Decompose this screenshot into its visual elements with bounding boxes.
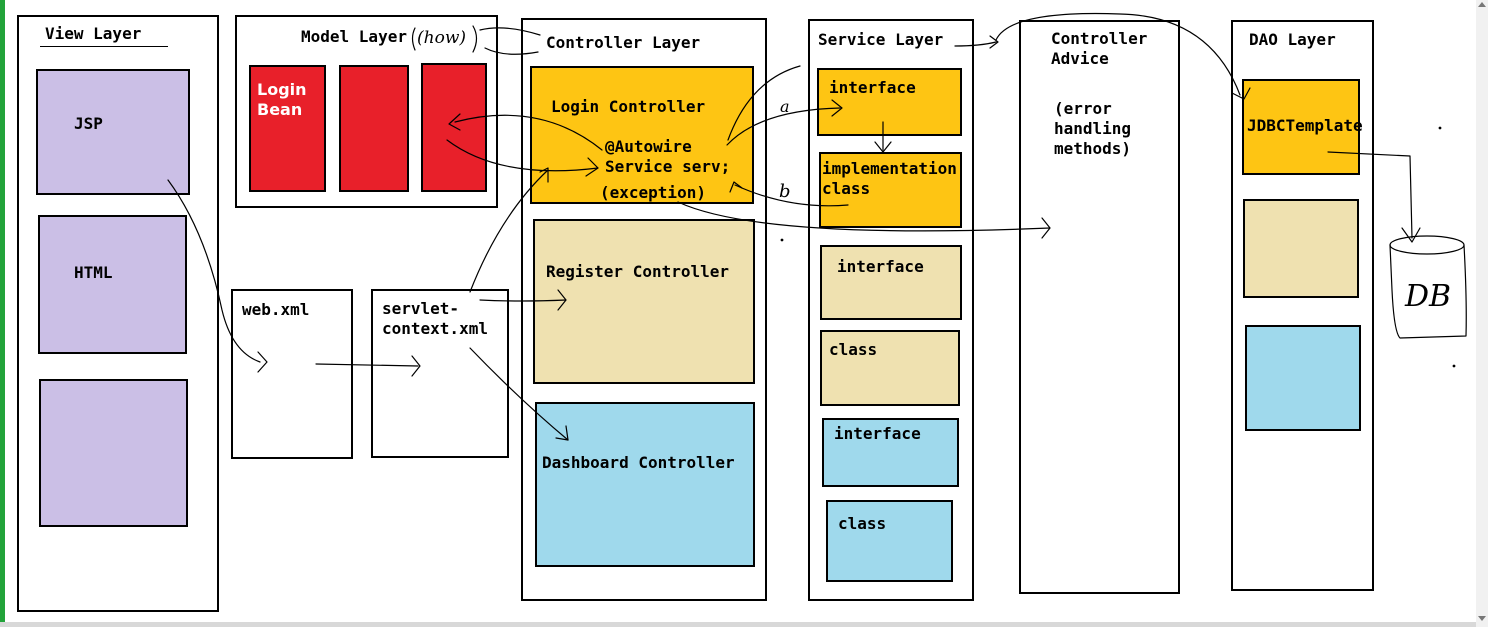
jdbc-template-label: JDBCTemplate [1247, 116, 1363, 135]
model-bean-box-3 [421, 63, 487, 192]
controller-advice-title: Controller Advice [1051, 29, 1148, 68]
login-bean-label: Login Bean [257, 80, 307, 119]
html-box [38, 215, 187, 354]
service-interface-login [817, 68, 962, 136]
model-bean-box-2 [339, 65, 409, 192]
exception-label: (exception) [600, 183, 706, 202]
controller-advice-note: (error handling methods) [1054, 99, 1132, 158]
view-layer-title: View Layer [45, 24, 142, 43]
dashboard-controller-label: Dashboard Controller [542, 453, 735, 472]
dao-register-box [1243, 199, 1359, 298]
service-interface-dashboard-label: interface [834, 424, 921, 443]
scroll-down-icon[interactable] [1478, 616, 1486, 621]
controller-layer-title: Controller Layer [546, 33, 701, 52]
register-controller-box [533, 219, 755, 384]
view-layer-underline [40, 46, 168, 47]
db-label: DB [1404, 279, 1451, 314]
web-xml-label: web.xml [242, 300, 310, 319]
service-layer-title: Service Layer [818, 30, 944, 49]
service-class-register [820, 330, 960, 406]
mark-b: b [779, 181, 791, 202]
login-bean-box [249, 65, 326, 192]
login-controller-label: Login Controller [551, 97, 706, 116]
service-class-dashboard [826, 500, 953, 582]
scroll-up-icon[interactable] [1478, 2, 1486, 7]
service-interface-register [820, 245, 962, 320]
register-controller-label: Register Controller [546, 262, 730, 281]
service-interface-dashboard [822, 418, 959, 487]
window-left-edge [0, 0, 5, 627]
servlet-context-label: servlet- context.xml [382, 299, 488, 338]
service-class-dashboard-label: class [838, 514, 887, 533]
service-class-register-label: class [829, 340, 878, 359]
vertical-scrollbar[interactable] [1476, 0, 1488, 627]
html-label: HTML [74, 263, 113, 282]
controller-advice-panel [1019, 20, 1180, 594]
service-interface-login-label: interface [829, 78, 916, 97]
view-extra-box [39, 379, 188, 527]
horizontal-scrollbar[interactable] [0, 622, 1476, 627]
autowire-label: @Autowire Service serv; [605, 137, 731, 176]
dashboard-controller-box [535, 402, 755, 567]
model-layer-note: (how) [417, 28, 466, 48]
service-interface-register-label: interface [837, 257, 924, 276]
jsp-box [36, 69, 190, 195]
service-impl-login-label: implementation class [822, 159, 957, 198]
mark-a: a [780, 97, 790, 116]
dao-dashboard-box [1245, 325, 1361, 431]
dao-layer-title: DAO Layer [1249, 30, 1336, 49]
jsp-label: JSP [74, 114, 103, 133]
model-layer-title: Model Layer [301, 27, 407, 46]
